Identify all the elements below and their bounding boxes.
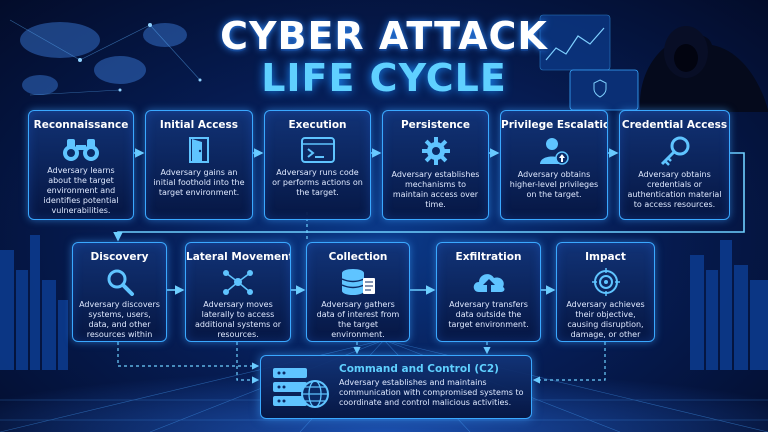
stage-description: Adversary gathers data of interest from … xyxy=(316,300,400,339)
magnifier-icon xyxy=(107,269,134,296)
stage-impact: Impact Adversary achieves their objectiv… xyxy=(556,242,655,342)
stage-title: Execution xyxy=(288,119,347,131)
title-line-1: CYBER ATTACK xyxy=(220,14,548,58)
terminal-icon xyxy=(300,137,335,163)
title-line-2: LIFE CYCLE xyxy=(261,56,507,100)
stage-description: Adversary discovers systems, users, data… xyxy=(79,300,160,341)
stage-title: Reconnaissance xyxy=(33,119,129,131)
stage-description: Adversary achieves their objective, caus… xyxy=(566,300,645,341)
stage-description: Adversary learns about the target enviro… xyxy=(43,166,119,215)
stage-title: Privilege Escalation xyxy=(501,119,608,131)
stage-title: Exfiltration xyxy=(455,251,522,263)
key-icon xyxy=(660,136,689,166)
stage-privilege-escalation: Privilege Escalation Adversary obtains h… xyxy=(500,110,608,220)
stage-description: Adversary runs code or performs actions … xyxy=(272,168,363,197)
stage-exfiltration: Exfiltration Adversary transfers data ou… xyxy=(436,242,541,342)
stage-title: Credential Access xyxy=(621,119,728,131)
stage-description: Adversary establishes and maintains comm… xyxy=(339,378,524,407)
hacker-figure xyxy=(539,14,768,112)
server-globe-icon xyxy=(273,368,329,408)
stage-title: Collection xyxy=(328,251,388,263)
gear-icon xyxy=(421,137,450,165)
world-map-dots xyxy=(20,22,187,95)
network-icon xyxy=(223,270,253,295)
stage-description: Adversary transfers data outside the tar… xyxy=(448,300,529,329)
stage-reconnaissance: Reconnaissance Adversary learns about th… xyxy=(28,110,134,220)
stage-command-and-control: Command and Control (C2) Adversary estab… xyxy=(260,355,532,419)
stage-description: Adversary obtains credentials or authent… xyxy=(627,170,722,209)
stage-description: Adversary establishes mechanisms to main… xyxy=(391,170,480,209)
stage-execution: Execution Adversary runs code or perform… xyxy=(264,110,371,220)
binoculars-icon xyxy=(63,139,99,161)
stage-collection: Collection Adversary gathers data of int… xyxy=(306,242,410,342)
stage-description: Adversary obtains higher-level privilege… xyxy=(509,170,599,199)
target-icon xyxy=(591,268,620,296)
door-icon xyxy=(189,137,209,163)
stage-initial-access: Initial Access Adversary gains an initia… xyxy=(145,110,253,220)
stage-persistence: Persistence Adversary establishes mechan… xyxy=(382,110,489,220)
stage-title: Impact xyxy=(585,251,626,263)
stage-lateral-movement: Lateral Movement Adversary moves lateral… xyxy=(185,242,291,342)
stage-credential-access: Credential Access Adversary obtains cred… xyxy=(619,110,730,220)
user-upgrade-icon xyxy=(540,138,569,165)
stage-title: Discovery xyxy=(90,251,149,263)
stage-discovery: Discovery Adversary discovers systems, u… xyxy=(72,242,167,342)
stage-title: Persistence xyxy=(400,119,471,131)
stage-title: Lateral Movement xyxy=(186,251,291,263)
stage-description: Adversary moves laterally to access addi… xyxy=(194,300,282,339)
stage-title: Initial Access xyxy=(159,119,239,131)
database-icon xyxy=(341,269,375,295)
cloud-upload-icon xyxy=(473,274,504,292)
stage-title: Command and Control (C2) xyxy=(339,363,499,375)
stage-description: Adversary gains an initial foothold into… xyxy=(153,168,245,197)
